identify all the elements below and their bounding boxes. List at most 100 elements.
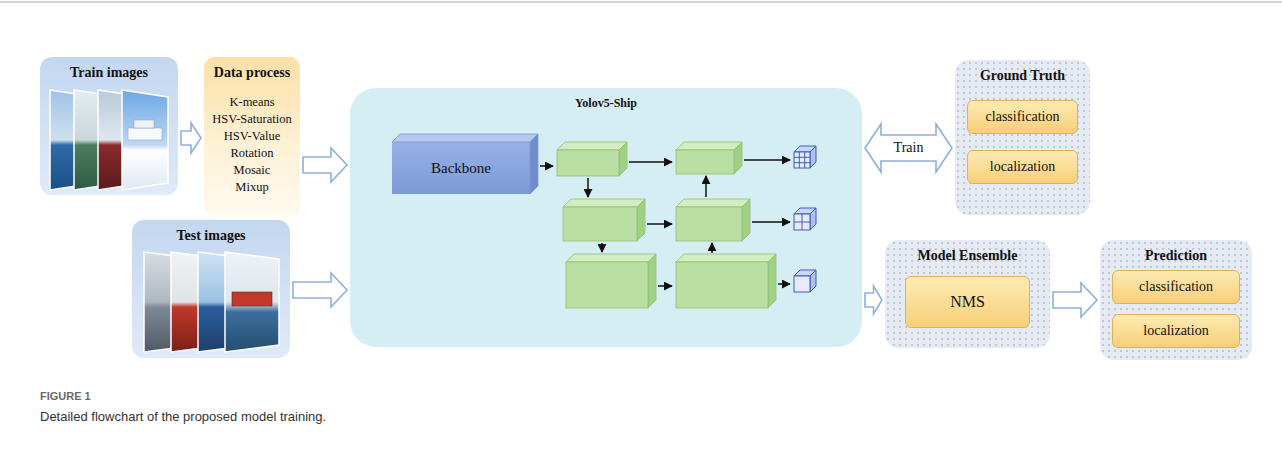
feature-map [676,262,768,308]
feature-map [563,199,645,241]
edge-label-holder: Train [892,140,926,156]
feature-map [566,254,656,308]
feature-map [566,254,656,262]
group-panel: Model EnsembleNMS [885,240,1050,348]
feature-arrow [778,283,790,285]
list-item: HSV-Value [224,128,280,145]
feature-arrow [601,243,603,252]
panel-title: Prediction [1145,248,1207,265]
feature-map [676,142,742,174]
feature-arrow [540,160,790,286]
feature-arrow [629,161,672,163]
panel-title: Data process [214,65,290,82]
list-item: Mosaic [234,162,271,179]
output-cube [794,208,816,230]
feature-map [676,199,750,241]
feature-arrow [658,285,672,287]
feature-map [648,254,656,308]
output-cube [794,146,816,168]
output-box: localization [1112,314,1240,348]
panel-title: Test images [176,228,245,245]
output-cube [794,208,816,214]
output-cube [794,146,816,152]
double-block-arrow [865,124,952,172]
feature-map [676,199,750,207]
group-panel: Ground Truth classification localization [955,60,1090,215]
panel-title: Yolov5-Ship [575,96,637,110]
output-cube [810,208,816,230]
frame-rule [0,1,1282,3]
caption-holder: Detailed flowchart of the proposed model… [40,409,326,424]
process-box: NMS [905,276,1030,328]
figure-number: FIGURE 1 [40,390,91,402]
train-photo-stack [74,90,120,190]
box-label: NMS [950,292,985,311]
output-cube [794,270,816,276]
network-panel: Yolov5-ShipBackbone [350,88,862,347]
output-cube [810,146,816,168]
figure-caption: Detailed flowchart of the proposed model… [40,409,326,424]
backbone-faces [530,134,538,194]
box-label: classification [986,109,1060,126]
figure-label-holder: FIGURE 1 [40,390,91,402]
panel-title: Ground Truth [980,68,1065,85]
feature-map [742,199,750,241]
output-cube [810,270,816,292]
output-cube [794,152,810,168]
output-cube [794,222,810,223]
feature-arrow [711,243,713,253]
feature-map [676,142,742,150]
panel-title: Model Ensemble [918,248,1018,265]
list-item: HSV-Saturation [212,111,291,128]
image-set-panel: Train images [40,57,178,195]
backbone-block: Backbone [392,142,530,194]
output-cube [794,214,810,230]
feature-map [557,150,619,176]
test-photo-stack [198,252,252,352]
block-arrow [181,123,201,153]
feature-map [676,254,776,308]
feature-map [557,142,627,176]
feature-arrow [705,176,707,197]
feature-map [563,207,637,241]
block-arrow [303,148,347,182]
feature-map [566,262,648,308]
test-photo-stack [144,252,279,352]
feature-map [768,254,776,308]
train-photo-stack [50,90,96,190]
box-label: localization [990,159,1055,176]
test-photo-stack [225,252,279,352]
box-label: localization [1143,323,1208,340]
edge-label: Train [892,140,926,156]
feature-map [676,150,734,174]
output-cube [794,157,810,158]
output-box: classification [967,100,1078,134]
output-cube [794,270,816,292]
output-cube [794,276,810,292]
feature-map [734,142,742,174]
feature-arrow [540,165,553,167]
panel-title: Train images [70,65,148,82]
box-label: Backbone [431,159,491,177]
feature-arrow [744,159,790,161]
feature-map [563,199,645,207]
feature-map [676,207,742,241]
train-photo-stack [134,120,154,128]
block-arrow [865,286,882,314]
group-panel: Prediction classification localization [1100,240,1252,360]
test-photo-stack [144,252,198,352]
backbone-faces [392,134,538,194]
image-set-panel: Test images [132,220,290,358]
output-box: classification [1112,270,1240,304]
output-box: localization [967,150,1078,184]
data-process-box: Data processK-meansHSV-SaturationHSV-Val… [204,57,300,217]
feature-map [619,142,627,176]
train-photo-stack [122,90,168,190]
feature-arrow [752,221,790,223]
box-label: classification [1139,279,1213,296]
block-arrow [1053,283,1097,317]
test-photo-stack [232,292,272,306]
backbone-faces [392,134,538,142]
output-cube [802,214,803,230]
